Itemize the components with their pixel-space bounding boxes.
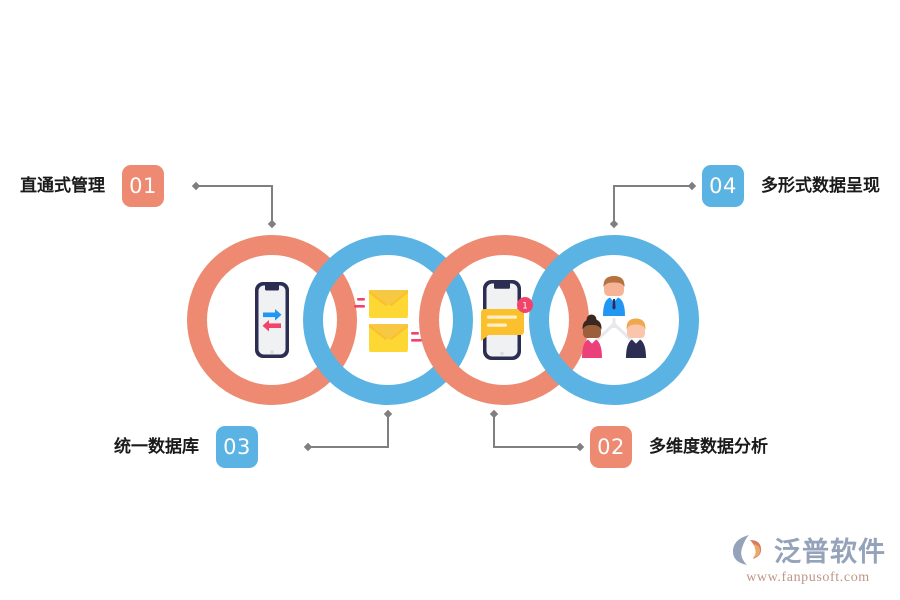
callout-02-label: 多维度数据分析: [649, 436, 768, 457]
phone-chat-notification-icon: 1: [481, 280, 533, 360]
callout-04-label: 多形式数据呈现: [761, 175, 880, 196]
envelope-top: [369, 290, 408, 318]
envelope-bottom: [369, 324, 408, 352]
envelopes-icon: [354, 290, 422, 352]
chat-bubble: [481, 309, 524, 341]
person-bottom-right: [626, 318, 646, 358]
ring-3: [419, 235, 589, 405]
callout-02[interactable]: 02 多维度数据分析: [590, 426, 768, 468]
ring-2: [303, 235, 473, 405]
org-chart-lines: [595, 318, 633, 342]
fanpu-logo-icon: [732, 534, 762, 565]
callout-03[interactable]: 统一数据库 03: [114, 426, 258, 468]
person-bottom-left: [582, 314, 602, 358]
callout-02-number-badge[interactable]: 02: [590, 426, 632, 468]
ring-1: [187, 235, 357, 405]
motion-lines-bottom: [411, 332, 422, 342]
watermark-url: www.fanpusoft.com: [746, 570, 870, 585]
callout-03-label: 统一数据库: [114, 436, 199, 457]
notification-badge: 1: [517, 297, 533, 313]
watermark-brand-text: 泛普软件: [774, 537, 886, 568]
callout-01-label: 直通式管理: [20, 175, 105, 196]
team-org-people-icon: [582, 276, 646, 358]
callout-01[interactable]: 直通式管理 01: [20, 165, 164, 207]
callout-03-number-badge[interactable]: 03: [216, 426, 258, 468]
phone-exchange-arrows-icon: [255, 282, 289, 358]
callout-04[interactable]: 04 多形式数据呈现: [702, 165, 880, 207]
notification-badge-count: 1: [522, 301, 528, 311]
motion-lines-top: [354, 298, 365, 308]
watermark: 泛普软件 www.fanpusoft.com: [730, 530, 886, 586]
callout-04-number-badge[interactable]: 04: [702, 165, 744, 207]
watermark-brand-row: 泛普软件: [730, 530, 886, 569]
ring-4: [529, 235, 699, 405]
callout-01-number-badge[interactable]: 01: [122, 165, 164, 207]
person-top: [603, 276, 625, 316]
